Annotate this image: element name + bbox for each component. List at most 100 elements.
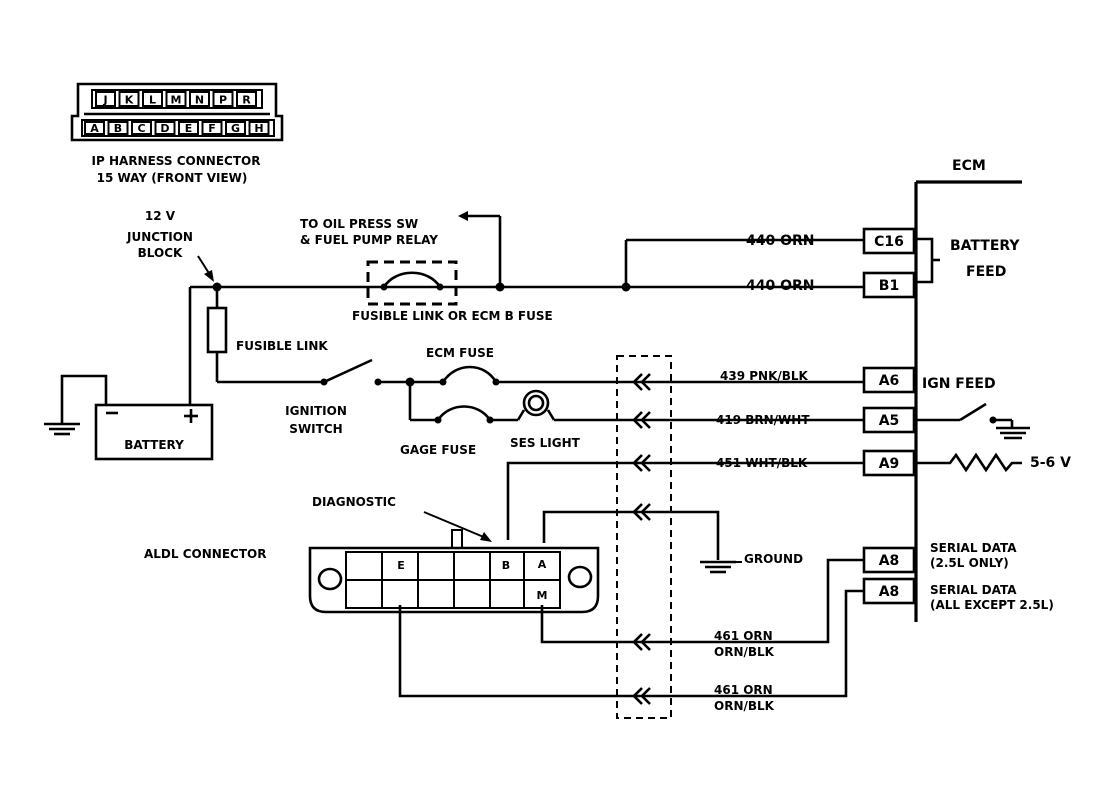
ip-pin-label: L	[149, 94, 156, 107]
serial-data-label-2b: (ALL EXCEPT 2.5L)	[930, 598, 1054, 612]
pin-a8-bottom-label: A8	[879, 584, 900, 600]
ip-pin-label: K	[125, 94, 134, 107]
wire-label-serial-1b: ORN/BLK	[714, 645, 775, 659]
aldl-cavity	[345, 551, 383, 581]
aldl-cavity	[453, 551, 491, 581]
ecm-label: ECM	[952, 158, 986, 174]
aldl-cavity	[489, 579, 525, 609]
ip-pin-box	[142, 91, 163, 107]
ip-connector-caption: IP HARNESS CONNECTOR	[92, 154, 261, 168]
aldl-cavity	[345, 579, 383, 609]
fusible-link-ecm-b-fuse: FUSIBLE LINK OR ECM B FUSE	[352, 260, 553, 323]
ip-pin-box	[154, 121, 176, 135]
ip-pin-box	[131, 121, 152, 135]
ip-pin-label: N	[195, 94, 204, 107]
ground-label: GROUND	[744, 552, 803, 566]
aldl-pin-b: B	[502, 559, 510, 572]
ip-pin-label: P	[219, 94, 227, 107]
connector-chevron-icon	[632, 411, 651, 429]
ign-feed-label: IGN FEED	[922, 376, 996, 392]
fusible-ecm-fuse-label: FUSIBLE LINK OR ECM B FUSE	[352, 309, 553, 323]
wire-label-a6: 439 PNK/BLK	[720, 369, 809, 383]
pin-a6	[862, 366, 916, 394]
connector-chevron-icon	[632, 373, 651, 391]
battery-feed-label-2: FEED	[966, 264, 1006, 280]
ip-pin-label: M	[171, 94, 182, 107]
pin-a6-label: A6	[879, 373, 900, 389]
ip-pin-label: H	[254, 122, 263, 135]
pin-a5-label: A5	[879, 413, 900, 429]
aldl-cavity	[453, 579, 491, 609]
aldl-connector: E B A M ALDL CONNECTOR DIAGNOSTIC	[144, 495, 600, 614]
ip-pin-box	[95, 91, 116, 107]
pin-c16-label: C16	[874, 234, 904, 250]
aldl-cavity	[523, 579, 561, 609]
ecm-fuse-label: ECM FUSE	[426, 346, 494, 360]
ip-pin-box	[236, 91, 257, 107]
ip-pin-label: F	[208, 122, 216, 135]
aldl-cavity	[381, 579, 419, 609]
fusible-link: FUSIBLE LINK	[206, 287, 328, 384]
aldl-pin-e: E	[397, 559, 405, 572]
serial-data-label-1b: (2.5L ONLY)	[930, 556, 1009, 570]
oil-press-label: TO OIL PRESS SW	[300, 217, 418, 231]
battery: BATTERY	[44, 287, 214, 461]
gage-fuse-label: GAGE FUSE	[400, 443, 476, 457]
junction-label: JUNCTION	[126, 230, 193, 244]
ground-wire: GROUND	[542, 510, 803, 574]
wire-label-a9: 451 WHT/BLK	[716, 456, 808, 470]
ip-pin-box	[212, 91, 234, 107]
aldl-cavity	[417, 579, 455, 609]
diagnostic-label: DIAGNOSTIC	[312, 495, 396, 509]
pin-a9-label: A9	[879, 456, 900, 472]
ip-pin-box	[107, 121, 129, 135]
battery-label: BATTERY	[124, 438, 184, 452]
wire-label-c16: 440 ORN	[746, 233, 815, 249]
ip-pin-label: D	[160, 122, 169, 135]
fusible-link-label: FUSIBLE LINK	[236, 339, 328, 353]
wire-label-serial-2: 461 ORN	[714, 683, 773, 697]
ignition-label: IGNITION	[285, 404, 347, 418]
ip-pin-label: C	[137, 122, 145, 135]
internal-resistor	[914, 452, 1022, 473]
wire-label-a5: 419 BRN/WHT	[716, 413, 810, 427]
internal-switch	[914, 402, 1030, 440]
ip-pin-label: E	[185, 122, 193, 135]
ecm-module: ECM C16 B1 A6 A5 A9 A8 A8 BATTERY FEED I…	[862, 158, 1071, 622]
ip-connector-caption-2: 15 WAY (FRONT VIEW)	[97, 171, 248, 185]
wire-label-serial-2b: ORN/BLK	[714, 699, 775, 713]
a9-wire: 451 WHT/BLK	[506, 456, 864, 540]
wire-label-serial-1: 461 ORN	[714, 629, 773, 643]
ip-pin-box	[248, 121, 270, 135]
ses-light-label: SES LIGHT	[510, 436, 581, 450]
ip-pin-box	[118, 91, 140, 107]
pin-a9	[862, 449, 916, 477]
ip-pin-box	[178, 121, 199, 135]
pin-a8-bottom	[862, 577, 916, 605]
junction-block-label: BLOCK	[138, 246, 183, 260]
aldl-cavity	[417, 551, 455, 581]
ip-pin-box	[225, 121, 246, 135]
aldl-pin-m: M	[537, 589, 548, 602]
junction-voltage-label: 12 V	[145, 209, 176, 223]
gage-fuse-ses-light: GAGE FUSE SES LIGHT 419 BRN/WHT	[400, 382, 864, 457]
voltage-label: 5-6 V	[1030, 455, 1071, 471]
ip-pin-label: J	[102, 94, 107, 107]
ecm-fuse: ECM FUSE 439 PNK/BLK	[405, 346, 864, 387]
battery-feed-label: BATTERY	[950, 238, 1020, 254]
junction-block: 12 V JUNCTION BLOCK	[126, 209, 214, 282]
aldl-pin-a: A	[538, 558, 547, 571]
pin-a8-top-label: A8	[879, 553, 900, 569]
serial-data-label-2: SERIAL DATA	[930, 583, 1017, 597]
ignition-switch-label: SWITCH	[289, 422, 342, 436]
ip-pin-label: G	[231, 122, 240, 135]
ip-pin-box	[189, 91, 210, 107]
aldl-connector-label: ALDL CONNECTOR	[144, 547, 266, 561]
fuel-pump-relay-label: & FUEL PUMP RELAY	[300, 233, 438, 247]
battery-feed-wire: 440 ORN 440 ORN	[190, 211, 864, 294]
serial-data-wires: 461 ORN ORN/BLK 461 ORN ORN/BLK	[398, 558, 864, 713]
ip-pin-box	[165, 91, 187, 107]
ip-pin-box	[84, 121, 105, 135]
